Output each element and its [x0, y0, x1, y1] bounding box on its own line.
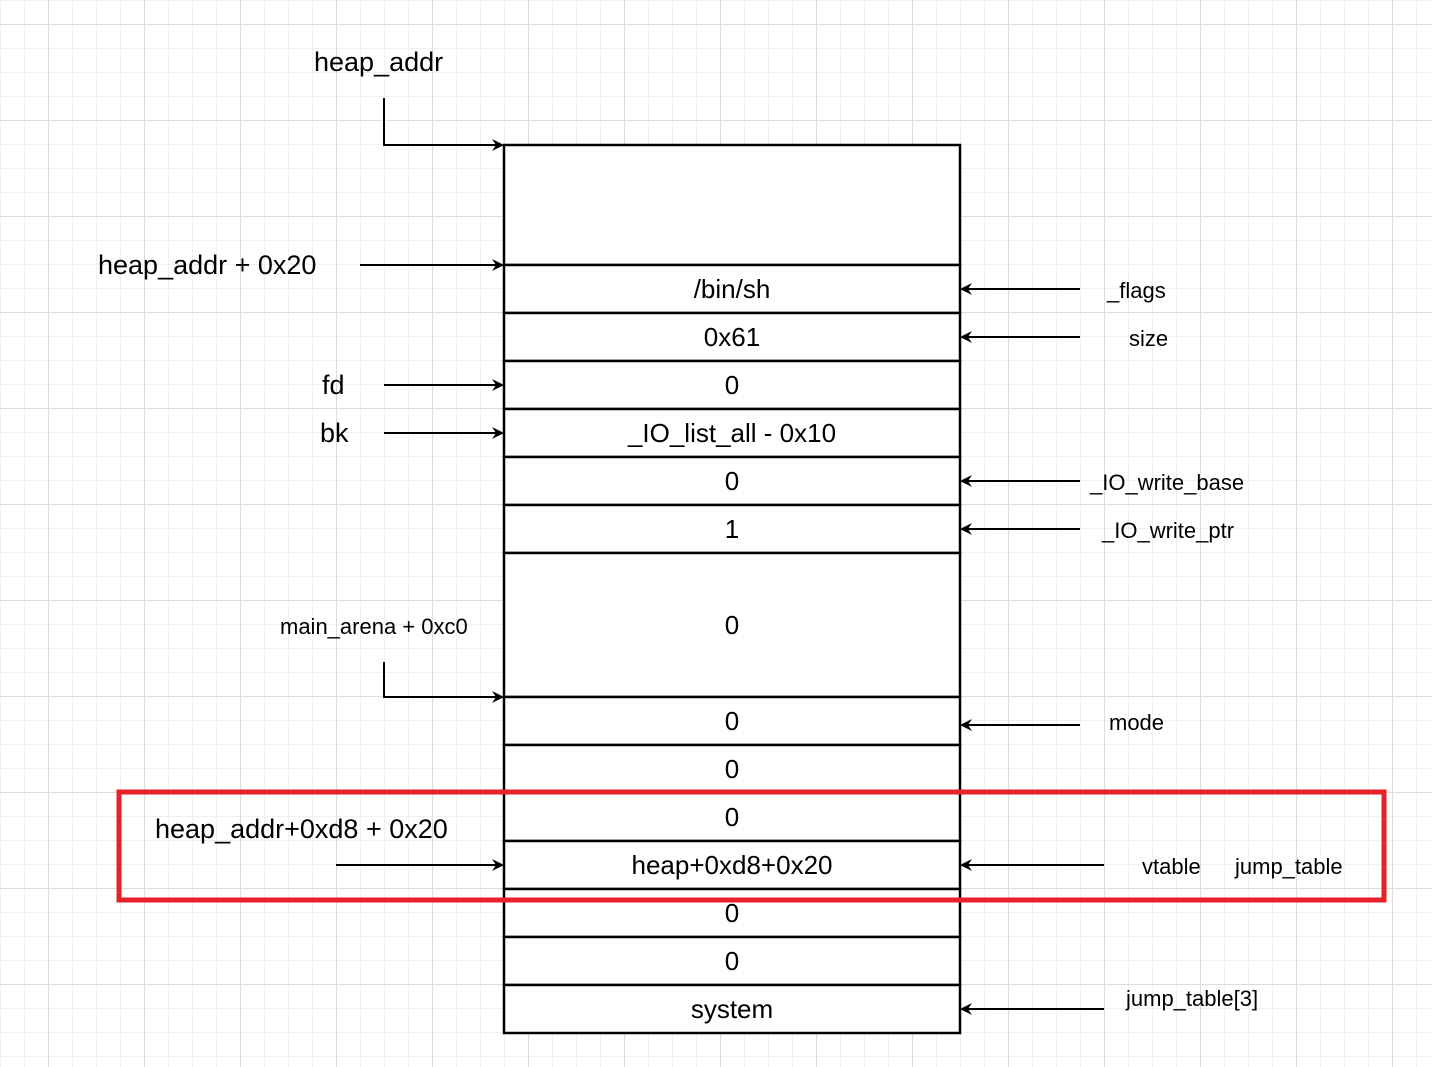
cell-value: 0 — [725, 466, 739, 496]
pointer-arrow-main-arena — [383, 662, 504, 703]
label-flags: _flags — [1106, 278, 1166, 303]
label-jump-table-3: jump_table[3] — [1125, 986, 1258, 1011]
cell-value: 0 — [725, 754, 739, 784]
memory-cell — [502, 263, 962, 315]
label-main-arena: main_arena + 0xc0 — [280, 614, 468, 639]
label-vtable: vtable — [1142, 854, 1201, 879]
cell-value: 0 — [725, 802, 739, 832]
label-heap-addr-20: heap_addr + 0x20 — [98, 250, 316, 280]
label-heap-addr: heap_addr — [314, 47, 443, 77]
memory-cell — [502, 455, 962, 507]
memory-cell — [502, 143, 962, 267]
label-heap-addr-d8: heap_addr+0xd8 + 0x20 — [155, 814, 448, 844]
cell-value: 0 — [725, 706, 739, 736]
memory-cell — [502, 791, 962, 843]
memory-cell — [502, 551, 962, 699]
memory-cell — [502, 743, 962, 795]
label-size: size — [1129, 326, 1168, 351]
cell-value: 1 — [725, 514, 739, 544]
label-bk: bk — [320, 418, 349, 448]
label-fd: fd — [322, 370, 345, 400]
cell-value: 0 — [725, 370, 739, 400]
label-io-write-ptr: _IO_write_ptr — [1101, 518, 1234, 543]
cell-value: 0x61 — [704, 322, 760, 352]
memory-cell — [502, 839, 962, 891]
memory-cell — [502, 359, 962, 411]
cell-value: system — [691, 994, 773, 1024]
memory-block — [502, 143, 962, 1035]
pointer-arrow-heap-addr — [383, 98, 504, 151]
highlight-box — [116, 789, 1387, 903]
cell-value: 0 — [725, 946, 739, 976]
label-io-write-base: _IO_write_base — [1089, 470, 1244, 495]
cell-value: 0 — [725, 610, 739, 640]
label-jump-table: jump_table — [1234, 854, 1343, 879]
cell-value: 0 — [725, 898, 739, 928]
cell-value: heap+0xd8+0x20 — [632, 850, 833, 880]
memory-cell — [502, 935, 962, 987]
label-mode: mode — [1109, 710, 1164, 735]
cell-value: _IO_list_all - 0x10 — [627, 418, 836, 448]
cell-value: /bin/sh — [694, 274, 771, 304]
